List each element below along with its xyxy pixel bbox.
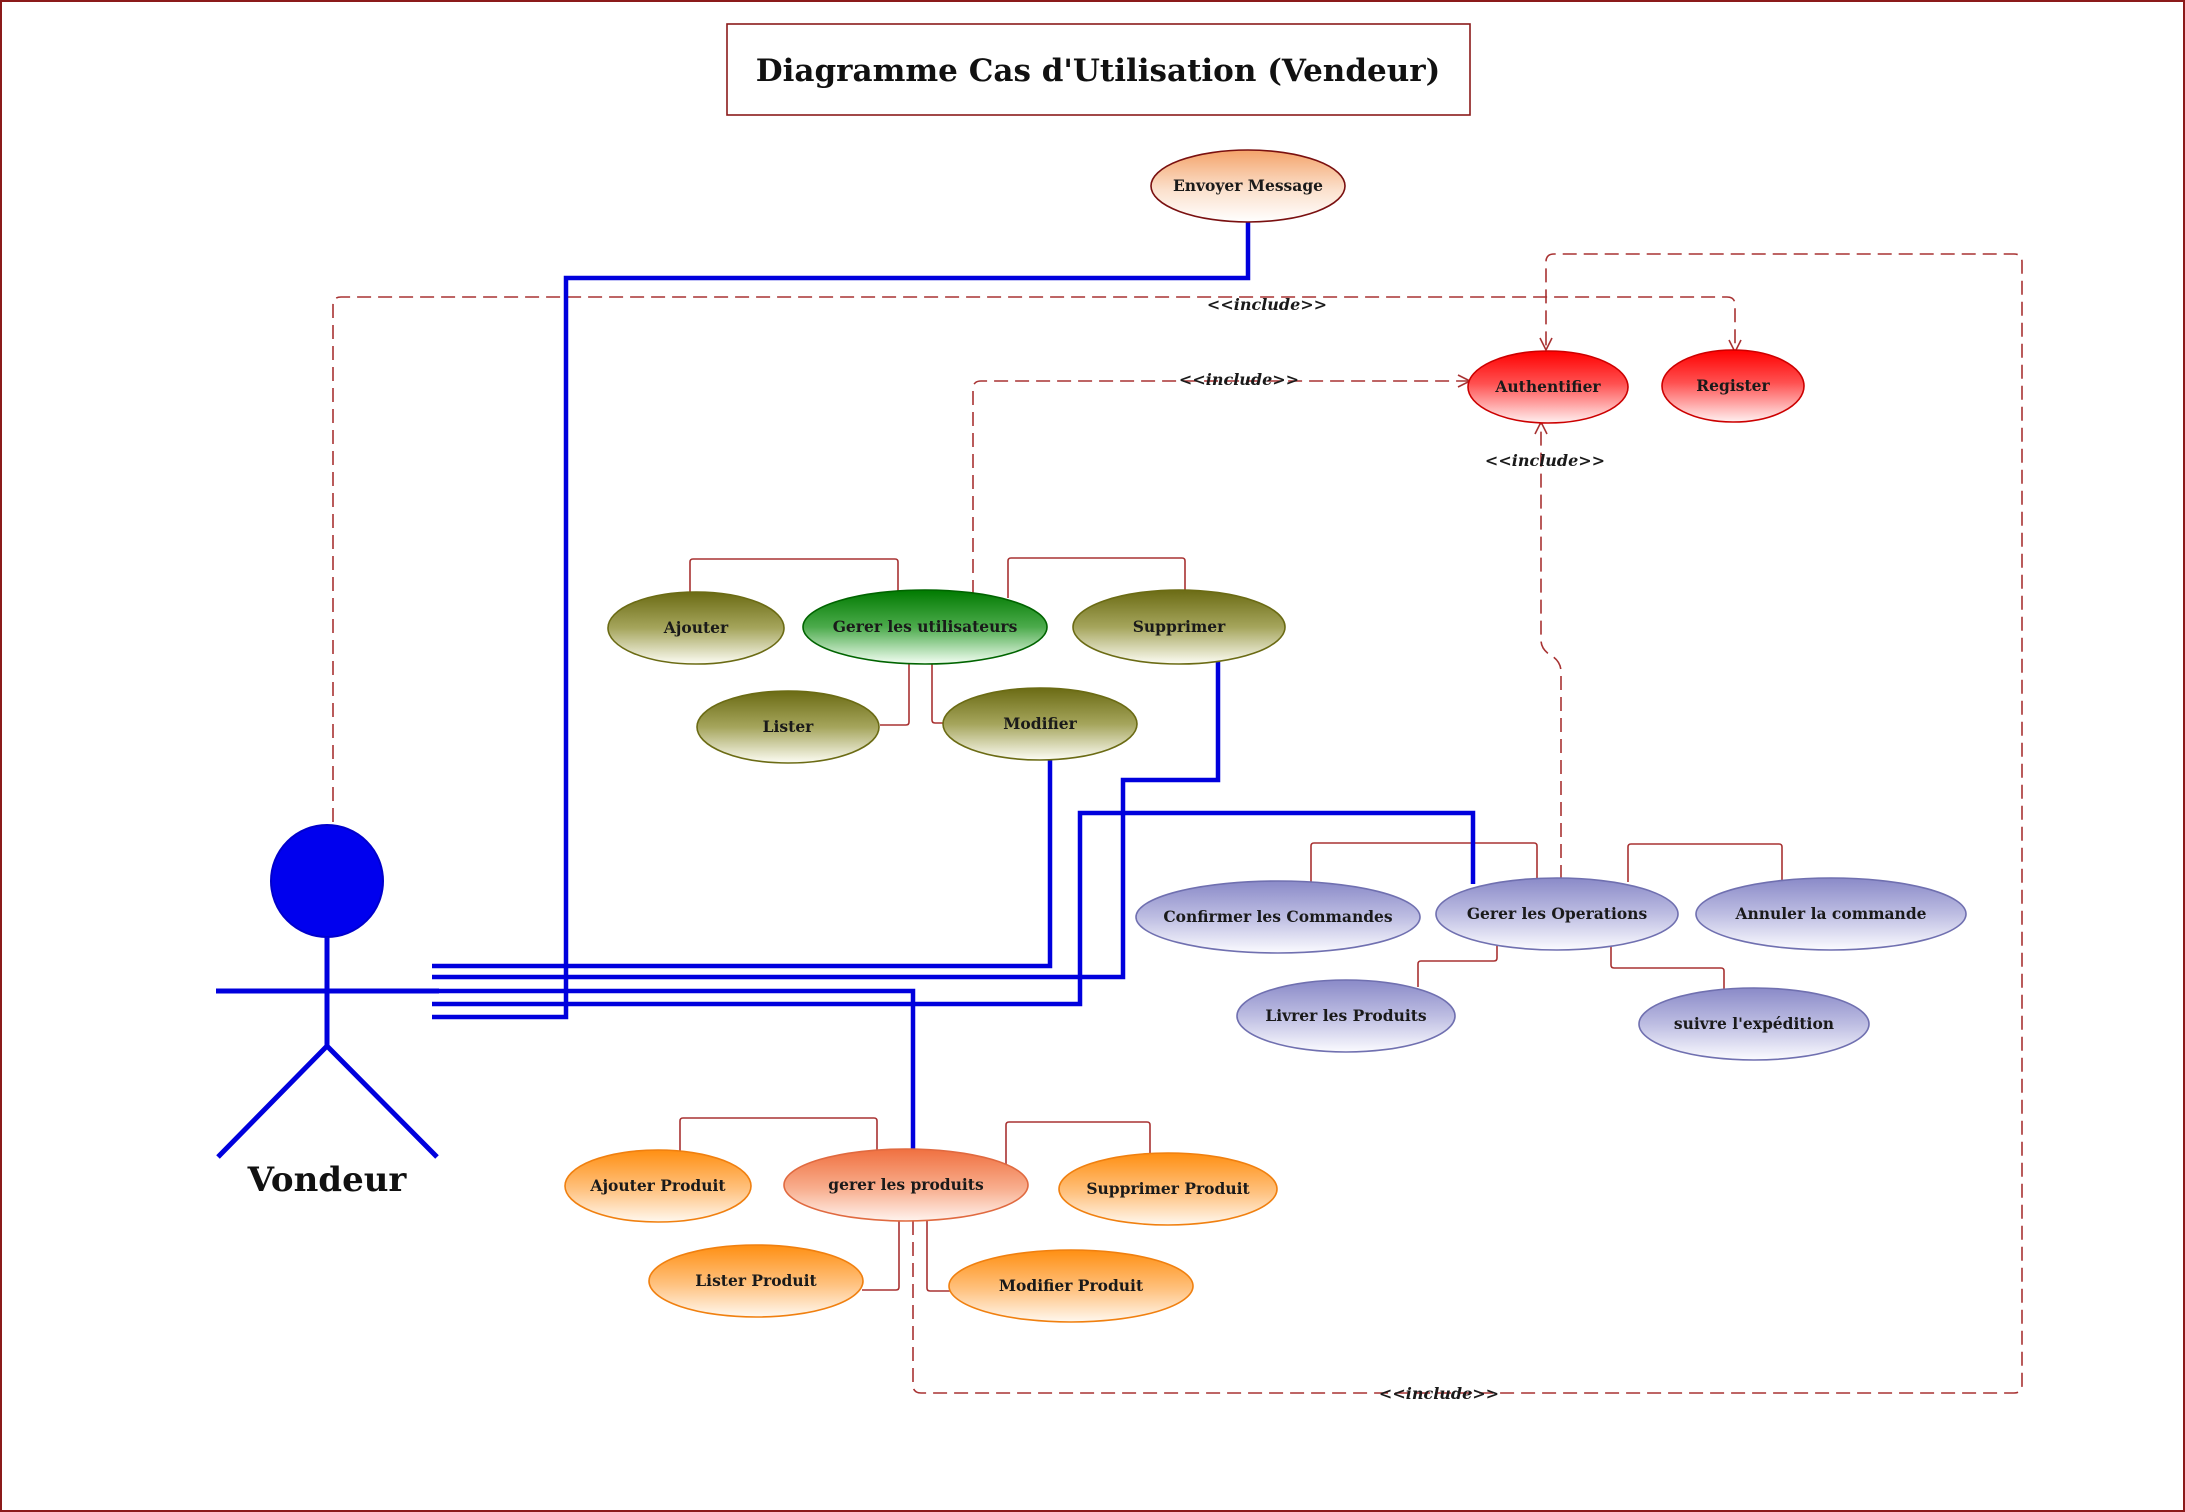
include-labels: <<include>> <<include>> <<include>> <<in… <box>1179 295 1605 1403</box>
use-case-label: Lister Produit <box>695 1271 817 1290</box>
use-case-gerer-operations[interactable]: Gerer les Operations <box>1435 877 1679 951</box>
association-modifier <box>432 760 1053 969</box>
connector-annuler <box>1627 843 1783 882</box>
use-case-label: Annuler la commande <box>1734 904 1926 923</box>
association-gerer-produits <box>432 988 916 1150</box>
include-users-auth <box>972 380 1468 594</box>
use-case-modifier-produit[interactable]: Modifier Produit <box>948 1249 1194 1323</box>
use-case-label: Supprimer <box>1133 617 1226 636</box>
use-case-label: Authentifier <box>1494 377 1601 396</box>
sub-usecase-connectors <box>679 557 1783 1292</box>
use-case-register[interactable]: Register <box>1661 349 1805 423</box>
use-case-label: Gerer les utilisateurs <box>833 617 1018 636</box>
use-case-label: Confirmer les Commandes <box>1163 907 1393 926</box>
association-supprimer <box>432 660 1221 980</box>
connector-supprimer <box>1007 557 1186 598</box>
include-actor-register <box>332 296 1736 822</box>
connector-livrer <box>1417 946 1498 987</box>
use-case-lister[interactable]: Lister <box>696 690 880 764</box>
connector-ajouter <box>689 558 899 595</box>
connector-confirmer <box>1310 842 1538 887</box>
use-case-ajouter-produit[interactable]: Ajouter Produit <box>564 1149 752 1223</box>
include-label-products: <<include>> <box>1379 1384 1499 1403</box>
use-case-lister-produit[interactable]: Lister Produit <box>648 1244 864 1318</box>
include-label-users: <<include>> <box>1179 370 1299 389</box>
use-case-label: Register <box>1696 376 1770 395</box>
connector-ajouter-produit <box>679 1117 878 1153</box>
use-case-supprimer[interactable]: Supprimer <box>1072 589 1286 665</box>
use-case-suivre-expedition[interactable]: suivre l'expédition <box>1638 987 1870 1061</box>
use-case-label: Livrer les Produits <box>1265 1006 1427 1025</box>
connector-supprimer-produit <box>1005 1121 1151 1167</box>
include-ops-auth <box>1540 424 1562 879</box>
actor-name: Vondeur <box>247 1160 408 1200</box>
use-case-label: Lister <box>763 717 815 736</box>
use-case-livrer-produits[interactable]: Livrer les Produits <box>1236 979 1456 1053</box>
use-case-envoyer-message[interactable]: Envoyer Message <box>1150 149 1346 223</box>
use-case-authentifier[interactable]: Authentifier <box>1467 350 1629 424</box>
use-case-label: Gerer les Operations <box>1467 904 1648 923</box>
title-box: Diagramme Cas d'Utilisation (Vendeur) <box>726 23 1471 116</box>
use-case-label: gerer les produits <box>828 1175 984 1194</box>
use-case-annuler-commande[interactable]: Annuler la commande <box>1695 877 1967 951</box>
use-case-modifier[interactable]: Modifier <box>942 687 1138 761</box>
connector-modifier-produit <box>926 1220 952 1292</box>
use-case-label: Ajouter Produit <box>589 1176 726 1195</box>
use-case-label: Envoyer Message <box>1173 176 1323 195</box>
include-arrowhead-products <box>1539 337 1553 352</box>
use-case-label: Modifier Produit <box>999 1276 1144 1295</box>
connector-lister-produit <box>862 1218 900 1291</box>
include-label-operations: <<include>> <box>1485 451 1605 470</box>
connector-lister <box>880 662 910 726</box>
actor-head <box>270 824 384 938</box>
actor-associations <box>432 222 1476 1150</box>
include-products-auth <box>912 253 2023 1394</box>
use-case-label: suivre l'expédition <box>1674 1014 1834 1033</box>
diagram-title: Diagramme Cas d'Utilisation (Vendeur) <box>756 53 1441 89</box>
use-case-gerer-utilisateurs[interactable]: Gerer les utilisateurs <box>802 589 1048 665</box>
connector-modifier <box>931 664 944 724</box>
use-case-supprimer-produit[interactable]: Supprimer Produit <box>1058 1152 1278 1226</box>
actor-legs <box>216 1044 439 1159</box>
association-gerer-operations <box>432 810 1476 1007</box>
connector-suivre <box>1610 947 1725 990</box>
use-case-ajouter[interactable]: Ajouter <box>607 591 785 665</box>
use-case-label: Supprimer Produit <box>1086 1179 1250 1198</box>
use-case-gerer-produits[interactable]: gerer les produits <box>783 1148 1029 1222</box>
use-case-confirmer-commandes[interactable]: Confirmer les Commandes <box>1135 880 1421 954</box>
association-envoyer-message <box>432 222 1251 1020</box>
actor-vondeur: Vondeur <box>216 824 439 1200</box>
include-label-register: <<include>> <box>1207 295 1327 314</box>
use-case-label: Modifier <box>1003 714 1077 733</box>
use-case-label: Ajouter <box>663 618 729 637</box>
